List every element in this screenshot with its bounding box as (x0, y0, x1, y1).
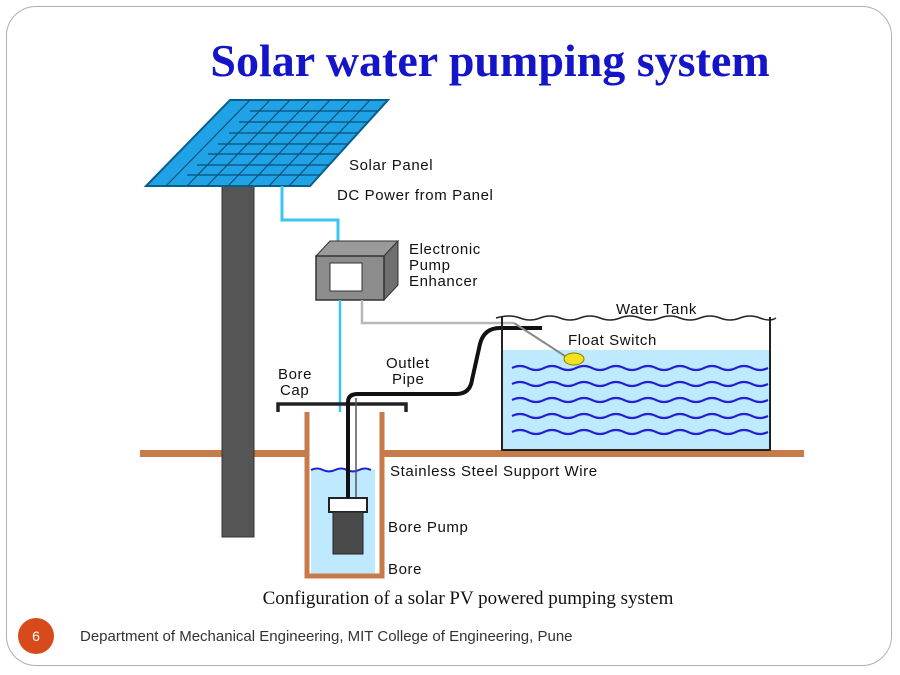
slide-title: Solar water pumping system (210, 35, 770, 86)
label-bore-pump: Bore Pump (388, 519, 468, 536)
label-float-switch: Float Switch (568, 332, 657, 349)
label-enhancer-line2: Pump (409, 257, 451, 274)
footer-text: Department of Mechanical Engineering, MI… (80, 628, 573, 645)
label-outlet-line1: Outlet (386, 355, 430, 372)
outlet-pipe (346, 326, 542, 498)
pump-enhancer-box (314, 239, 400, 302)
solar-panel (143, 99, 391, 187)
slide-frame (6, 6, 892, 666)
float-switch (513, 322, 585, 366)
label-outlet-line2: Pipe (392, 371, 424, 388)
bore-pump (328, 497, 368, 555)
label-bore-cap-line1: Bore (278, 366, 312, 383)
slide-number-badge: 6 (18, 618, 54, 654)
water-tank (495, 315, 777, 451)
label-enhancer-line1: Electronic (409, 241, 481, 258)
label-bore-cap-line2: Cap (280, 382, 309, 399)
panel-pole (221, 181, 255, 538)
label-enhancer-line3: Enhancer (409, 273, 478, 290)
label-solar-panel: Solar Panel (349, 157, 433, 174)
dc-power-cable (280, 186, 340, 250)
float-switch-wire (360, 300, 514, 325)
figure-caption: Configuration of a solar PV powered pump… (262, 588, 674, 609)
label-support-wire: Stainless Steel Support Wire (390, 463, 598, 480)
label-water-tank: Water Tank (616, 301, 697, 318)
bore-cap (276, 402, 408, 412)
label-dc-power: DC Power from Panel (337, 187, 493, 204)
label-bore: Bore (388, 561, 422, 578)
tank-water-waves (511, 364, 769, 436)
